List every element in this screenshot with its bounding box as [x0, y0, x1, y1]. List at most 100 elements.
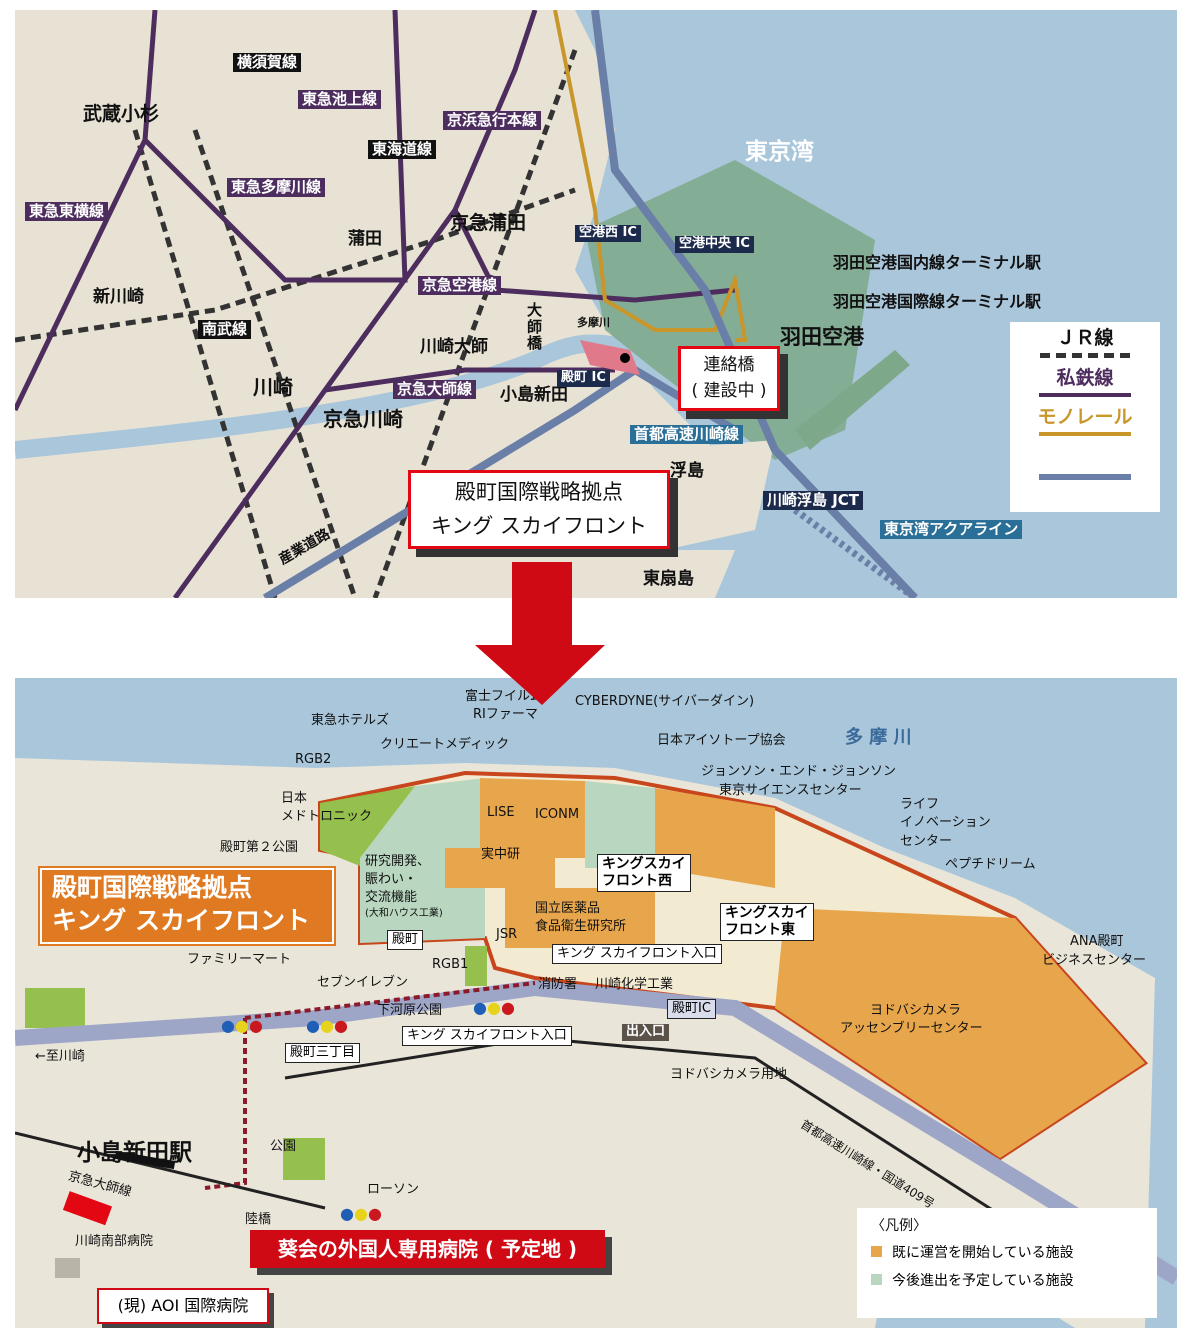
river-label: 多 摩 川: [845, 727, 912, 748]
label-nihs-2: 食品衛生研究所: [535, 919, 627, 934]
aqua-line: [792, 507, 918, 598]
label-familymart: ファミリーマート: [187, 952, 292, 967]
label-overpass: 陸橋: [245, 1212, 272, 1227]
tama-river-water: [15, 678, 1177, 1328]
ksf-east-line1: キングスカイ: [725, 905, 809, 921]
keikyu-daishi-line: [15, 1131, 326, 1210]
signal-ksf-entrance-2: キング スカイフロント入口: [402, 1026, 572, 1046]
label-kawasaki-kasei: 川崎化学工業: [595, 977, 674, 992]
label-tokyu-hotels: 東急ホテルズ: [311, 713, 390, 728]
walking-route: [204, 981, 536, 1190]
label-tonomachi-park2: 殿町第２公園: [220, 840, 299, 855]
site-callout-bottom: 殿町国際戦略拠点 キング スカイフロント: [40, 868, 334, 944]
king-skyfront-site: [580, 340, 640, 375]
label-park: 公園: [270, 1139, 297, 1154]
place-higashiogishima: 東扇島: [643, 569, 694, 589]
kojima-park: [283, 1138, 325, 1180]
bus-stop-ksf-entrance-1: キング スカイフロント入口: [552, 944, 722, 964]
label-nihon: 日本: [281, 791, 308, 806]
facility-legend: 〈凡例〉 既に運営を開始している施設 今後進出を予定している施設: [857, 1208, 1157, 1318]
ksf-west-line1: キングスカイ: [602, 856, 686, 872]
label-lise: LISE: [487, 805, 515, 820]
label-ana-2: ビジネスセンター: [1042, 953, 1147, 968]
tag-tokyu-ikegami: 東急池上線: [298, 90, 382, 110]
tag-yokosuka: 横須賀線: [233, 53, 302, 73]
label-createmedic: クリエートメディック: [380, 737, 510, 752]
tonomachi-ic-label: 殿町IC: [667, 999, 716, 1019]
legend-title: 〈凡例〉: [871, 1218, 927, 1234]
sea-label: 東京湾: [745, 139, 814, 165]
tag-nambu: 南武線: [198, 320, 252, 340]
bridge-callout: 連絡橋 ( 建設中 ): [678, 346, 780, 411]
tag-tokaido: 東海道線: [368, 140, 437, 160]
site-marker: [620, 353, 630, 363]
current-hospital-site: [55, 1258, 80, 1278]
area-planned-west: [360, 778, 485, 943]
legend-jr: ＪＲ線: [1056, 327, 1114, 349]
label-jnj-1: ジョンソン・エンド・ジョンソン: [701, 764, 897, 779]
terminal-intl-label: 羽田空港国際線ターミナル駅: [833, 292, 1042, 311]
bus-stop-tonomachi: 殿町: [387, 930, 424, 950]
label-rnd-1: 研究開発、: [365, 854, 431, 869]
site-callout-line2: キング スカイフロント: [430, 513, 648, 538]
traffic-signal-icon: ●●●: [340, 1204, 382, 1223]
daishi-bridge-label: 大師橋: [527, 301, 543, 352]
label-rgb2: RGB2: [295, 752, 332, 767]
label-ri-pharma: RIファーマ: [473, 707, 538, 722]
signal-tonomachi-3chome: 殿町三丁目: [285, 1043, 361, 1063]
airport-area: [585, 160, 875, 460]
label-cyberdyne: CYBERDYNE(サイバーダイン): [575, 694, 755, 709]
legend-planned: 今後進出を予定している施設: [871, 1270, 1143, 1290]
area-rgb1-park: [465, 946, 487, 986]
label-medtronic: メドトロニック: [281, 809, 373, 824]
label-jsr: JSR: [496, 927, 518, 942]
label-to-kawasaki: ←至川崎: [35, 1049, 85, 1064]
area-operating-jitchuken: [445, 848, 555, 888]
bridge-callout-line1: 連絡橋: [703, 355, 755, 375]
legend-private-swatch: [1039, 392, 1131, 397]
tag-tonomachi-ic: 殿町 IC: [557, 370, 610, 387]
tag-tokyu-tamagawa: 東急多摩川線: [227, 178, 326, 198]
site-callout-line1: 殿町国際戦略拠点: [455, 480, 623, 504]
shuto-expressway: [15, 979, 1177, 1285]
planned-hospital-callout: 葵会の外国人専用病院 ( 予定地 ): [250, 1230, 605, 1268]
place-ukishima: 浮島: [670, 461, 704, 481]
station-kojimashinden: 小島新田: [500, 385, 568, 405]
tag-keikyu-airport: 京急空港線: [418, 276, 502, 296]
area-yodobashi: [775, 908, 1145, 1158]
label-lic-1: ライフ: [900, 797, 940, 812]
tag-keihin-kyuko: 京浜急行本線: [443, 111, 542, 131]
station-keikyu-kawasaki: 京急川崎: [323, 407, 403, 431]
label-rnd-3: 交流機能: [365, 890, 418, 905]
legend-jr-swatch: [1040, 352, 1130, 358]
legend-private: 私鉄線: [1056, 366, 1114, 389]
legend-operating: 既に運営を開始している施設: [871, 1242, 1143, 1262]
rail-legend: ＪＲ線 私鉄線 モノレール: [1010, 322, 1160, 512]
tag-aqua-line: 東京湾アクアライン: [880, 520, 1023, 540]
site-callout-top: 殿町国際戦略拠点 キング スカイフロント: [408, 470, 670, 550]
tag-airport-west-ic: 空港西 IC: [575, 225, 641, 242]
tag-keikyu-daishi: 京急大師線: [393, 380, 477, 400]
terminal-domestic-label: 羽田空港国内線ターミナル駅: [833, 253, 1042, 272]
label-jrias: 日本アイソトープ協会: [657, 733, 786, 748]
site-detail-map: 多 摩 川 殿町国際戦略拠点 キング スカイフロント 富士フイルム RIファーマ…: [15, 678, 1177, 1328]
planned-hospital-site: [62, 1191, 113, 1226]
ksf-east-line2: フロント東: [725, 921, 795, 938]
exit-entrance-tag: 出入口: [622, 1024, 670, 1041]
label-jnj-2: 東京サイエンスセンター: [719, 783, 862, 798]
station-box-ksf-east: キングスカイ フロント東: [720, 903, 814, 941]
label-ana-1: ANA殿町: [1070, 934, 1124, 949]
monorail-line: [553, 10, 748, 342]
tag-kawasaki-ukishima-jct: 川崎浮島 JCT: [763, 491, 864, 511]
station-kawasaki: 川崎: [253, 375, 293, 399]
label-peptidream: ペプチドリーム: [945, 857, 1036, 872]
runway: [795, 350, 910, 450]
road-curve: [284, 1036, 1006, 1220]
kojimashinden-station: [114, 1150, 176, 1170]
station-box-ksf-west: キングスカイ フロント西: [597, 854, 691, 892]
legend-highway-swatch: [1039, 473, 1131, 480]
area-planned-center: [585, 781, 655, 868]
traffic-signal-icon: ●●●: [221, 1016, 263, 1035]
label-rnd-4: (大和ハウス工業): [365, 908, 443, 919]
